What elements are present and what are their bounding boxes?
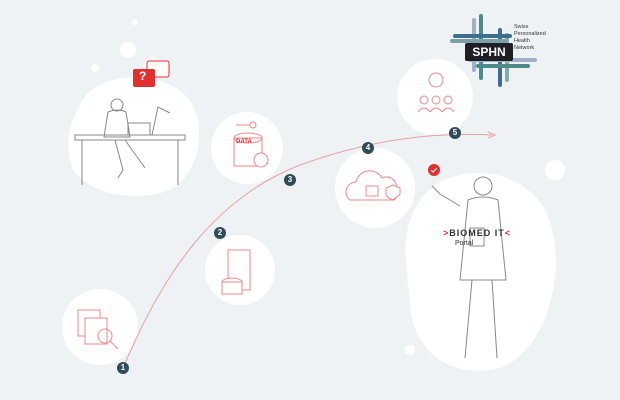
portal-label: Portal <box>455 240 474 247</box>
doctor-figure <box>431 176 507 359</box>
brand-bracket: > <box>443 228 450 238</box>
secure-cloud-circle <box>335 148 415 228</box>
logo-line: Personalized <box>514 31 546 37</box>
journey-arrow <box>122 133 493 369</box>
logo-line: Swiss <box>514 24 529 30</box>
speech-bubbles <box>133 60 170 87</box>
step-marker-3: 3 <box>284 174 296 186</box>
data-label: DATA <box>236 139 252 145</box>
person-at-desk <box>74 98 186 185</box>
data-certificate-circle <box>211 112 283 184</box>
brand-bracket: < <box>504 228 512 238</box>
hospital-data-circle <box>205 235 275 305</box>
lightbulb-icon <box>428 164 440 176</box>
question-mark: ? <box>139 69 147 83</box>
sphn-logo-abbr: SPHN <box>465 43 513 61</box>
step-marker-5: 5 <box>449 127 461 139</box>
biomed-it-logo: >BIOMED IT< <box>443 228 511 238</box>
sphn-logo-text: Swiss Personalized Health Network <box>514 24 564 52</box>
step-marker-1: 1 <box>117 362 129 374</box>
step-marker-2: 2 <box>214 227 226 239</box>
team-circle <box>397 59 473 135</box>
step-marker-4: 4 <box>362 142 374 154</box>
left-person-blob <box>68 77 200 196</box>
logo-line: Health <box>514 38 530 44</box>
biomed-name: BIOMED IT <box>449 228 505 238</box>
documents-search-circle <box>62 289 138 365</box>
logo-line: Network <box>514 45 535 51</box>
